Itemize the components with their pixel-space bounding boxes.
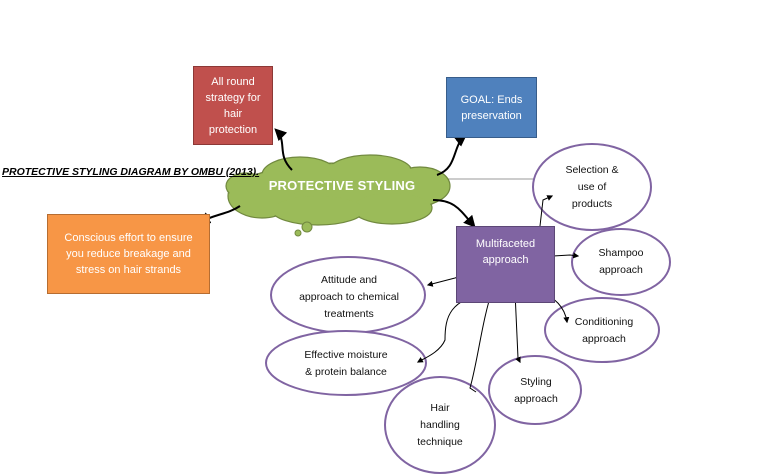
strategy-box: All round strategy for hair protection (193, 66, 273, 145)
styling-line-1: Styling (520, 376, 552, 388)
cloud-bubble-small (294, 229, 302, 237)
handling-line-1: Hair (430, 401, 450, 414)
multifaceted-line-1: Multifaceted (475, 237, 536, 250)
moisture-line-1: Effective moisture (304, 349, 388, 361)
chemical-label: Attitude and approach to chemical treatm… (278, 270, 420, 324)
styling-label: Styling approach (494, 370, 578, 412)
cloud-bubble-large (301, 221, 313, 233)
connector-styling (514, 291, 521, 364)
center-label: PROTECTIVE STYLING (268, 178, 416, 193)
handling-line-3: technique (417, 435, 463, 448)
shampoo-label: Shampoo approach (577, 236, 665, 288)
arrow-to-multifaceted (432, 199, 476, 228)
handling-ellipse (384, 376, 496, 474)
chemical-line-2: approach to chemical (299, 290, 399, 303)
multifaceted-box: Multifaceted approach (456, 226, 555, 303)
moisture-label: Effective moisture & protein balance (272, 344, 420, 384)
conditioning-line-2: approach (582, 333, 626, 345)
strategy-line-2: strategy for (205, 91, 261, 104)
arrow-to-strategy (274, 128, 293, 171)
effort-line-2: you reduce breakage and (66, 248, 191, 260)
handling-line-2: handling (420, 418, 460, 431)
selection-label: Selection & use of products (538, 152, 646, 222)
effort-line-1: Conscious effort to ensure (64, 232, 193, 244)
conditioning-line-1: Conditioning (574, 316, 634, 328)
shampoo-line-1: Shampoo (598, 247, 644, 259)
diagram-caption: PROTECTIVE STYLING DIAGRAM BY OMBU (2013… (2, 166, 260, 178)
shampoo-line-2: approach (599, 264, 643, 276)
connector-handling (469, 287, 494, 393)
handling-label: Hair handling technique (392, 396, 488, 454)
moisture-line-2: & protein balance (305, 366, 387, 378)
effort-box: Conscious effort to ensure you reduce br… (47, 214, 210, 294)
multifaceted-line-2: approach (482, 253, 529, 266)
effort-line-3: stress on hair strands (75, 264, 182, 276)
goal-line-1: GOAL: Ends (460, 93, 523, 106)
chemical-line-1: Attitude and (320, 273, 378, 286)
connector-selection (539, 195, 554, 227)
selection-line-1: Selection & (565, 163, 619, 176)
styling-line-2: approach (514, 393, 558, 405)
conditioning-ellipse (544, 297, 660, 363)
connector-shampoo (552, 252, 580, 259)
strategy-line-3: hair (223, 107, 243, 120)
conditioning-label: Conditioning approach (552, 310, 656, 352)
chemical-line-3: treatments (324, 307, 374, 320)
goal-box: GOAL: Ends preservation (446, 77, 537, 138)
shampoo-ellipse (571, 228, 671, 296)
arrow-to-goal (436, 134, 467, 176)
moisture-ellipse (265, 330, 427, 396)
selection-line-2: use of (577, 180, 607, 193)
styling-ellipse (488, 355, 582, 425)
goal-line-2: preservation (461, 109, 522, 122)
strategy-line-1: All round (211, 75, 255, 88)
strategy-line-4: protection (208, 123, 258, 136)
selection-line-3: products (571, 197, 613, 210)
selection-ellipse (532, 143, 652, 231)
